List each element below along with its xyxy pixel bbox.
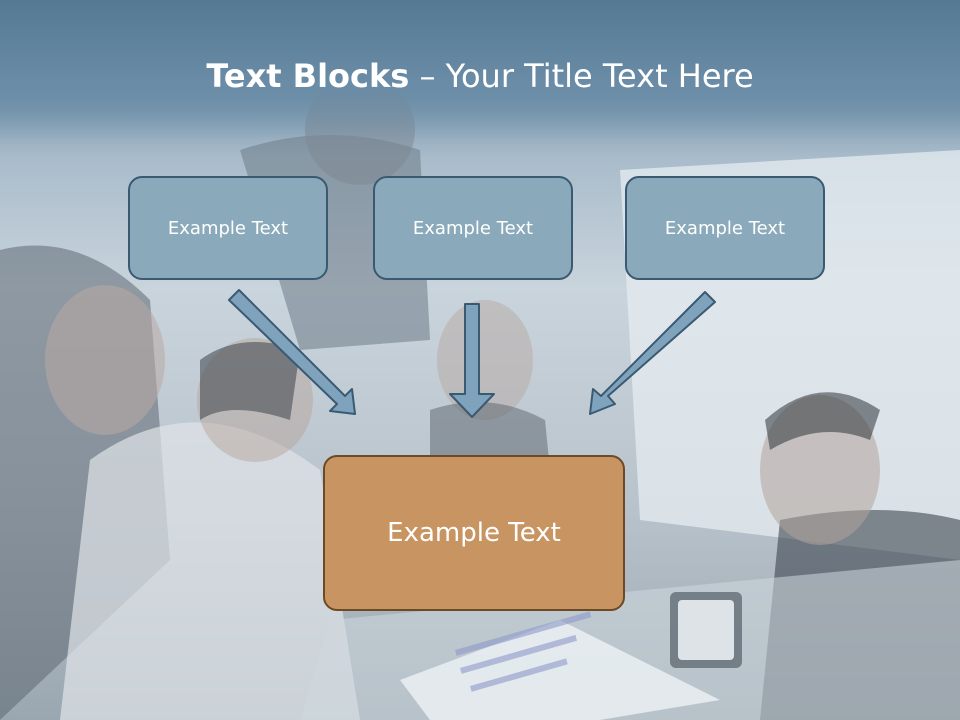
text-block-2[interactable]: Example Text — [373, 176, 573, 280]
main-text-block-label: Example Text — [387, 518, 561, 548]
arrow-right — [589, 291, 716, 415]
text-block-3-label: Example Text — [664, 217, 786, 239]
main-text-block[interactable]: Example Text — [323, 455, 625, 611]
text-block-1[interactable]: Example Text — [128, 176, 328, 280]
arrow-left — [228, 289, 356, 415]
title-band — [0, 0, 960, 140]
arrow-center — [449, 303, 495, 418]
title-bold: Text Blocks — [206, 57, 410, 95]
page-title: Text Blocks – Your Title Text Here — [206, 57, 754, 95]
title-rest: Your Title Text Here — [445, 57, 754, 95]
text-block-1-label: Example Text — [167, 217, 289, 239]
text-block-2-label: Example Text — [412, 217, 534, 239]
text-block-3[interactable]: Example Text — [625, 176, 825, 280]
